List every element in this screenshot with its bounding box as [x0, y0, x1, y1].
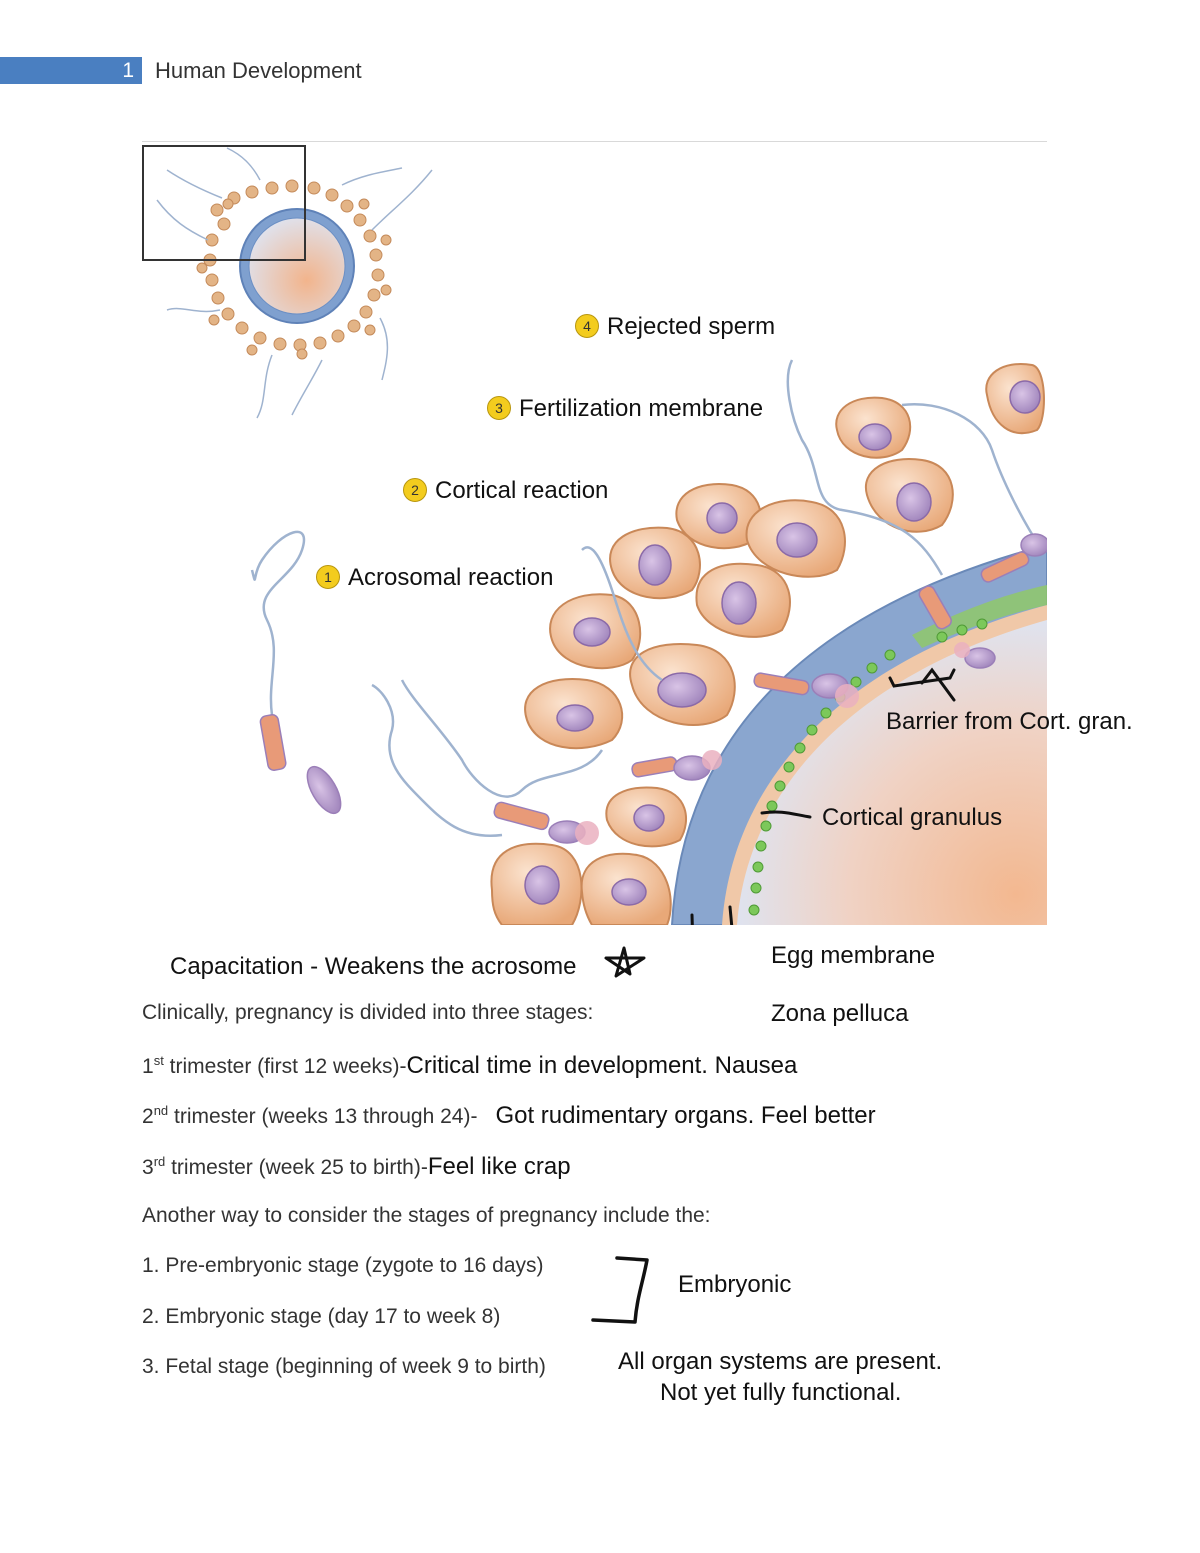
header-divider: [142, 141, 1047, 142]
step-2-badge: 2: [403, 478, 427, 502]
stage-1: 1. Pre-embryonic stage (zygote to 16 day…: [142, 1254, 544, 1277]
annotation-zona: Zona pelluca: [771, 1000, 909, 1027]
page-number: 1: [122, 59, 134, 82]
egg-cross-section: [670, 543, 1047, 925]
annotation-cortical-granulus: Cortical granulus: [822, 804, 1003, 831]
annotation-egg-membrane: Egg membrane: [771, 942, 936, 969]
step-4-badge: 4: [575, 314, 599, 338]
another-way-intro: Another way to consider the stages of pr…: [142, 1204, 711, 1227]
sperm-cells: [250, 359, 1047, 845]
star-icon: [604, 946, 646, 978]
overview-egg: [142, 145, 433, 419]
follicle-cells: [490, 363, 1045, 925]
annotation-barrier: Barrier from Cort. gran.: [886, 708, 1133, 735]
stage-3: 3. Fetal stage (beginning of week 9 to b…: [142, 1355, 546, 1378]
trimester-2-note: Got rudimentary organs. Feel better: [495, 1102, 876, 1129]
clinical-intro: Clinically, pregnancy is divided into th…: [142, 1001, 594, 1024]
fetal-note-line2: Not yet fully functional.: [660, 1379, 902, 1406]
hand-drawn-marks: [690, 667, 956, 925]
stage-2: 2. Embryonic stage (day 17 to week 8): [142, 1305, 501, 1328]
step-3-badge: 3: [487, 396, 511, 420]
fertilization-illustration: [142, 145, 1047, 925]
step-1-badge: 1: [316, 565, 340, 589]
trimester-3-note: Feel like crap: [427, 1153, 571, 1180]
trimester-1: 1st trimester (first 12 weeks)-Critical …: [142, 1052, 798, 1079]
embryonic-note: Embryonic: [678, 1271, 792, 1298]
trimester-2: 2nd trimester (weeks 13 through 24)-Got …: [142, 1102, 876, 1129]
header-accent-bar: [0, 57, 142, 84]
bracket-mark: [591, 1256, 649, 1324]
trimester-1-note: Critical time in development. Nausea: [406, 1052, 798, 1079]
capacitation-note: Capacitation - Weakens the acrosome: [170, 953, 577, 980]
fetal-note-line1: All organ systems are present.: [618, 1348, 943, 1375]
page-title: Human Development: [155, 58, 362, 83]
trimester-3: 3rd trimester (week 25 to birth)-Feel li…: [142, 1153, 571, 1180]
